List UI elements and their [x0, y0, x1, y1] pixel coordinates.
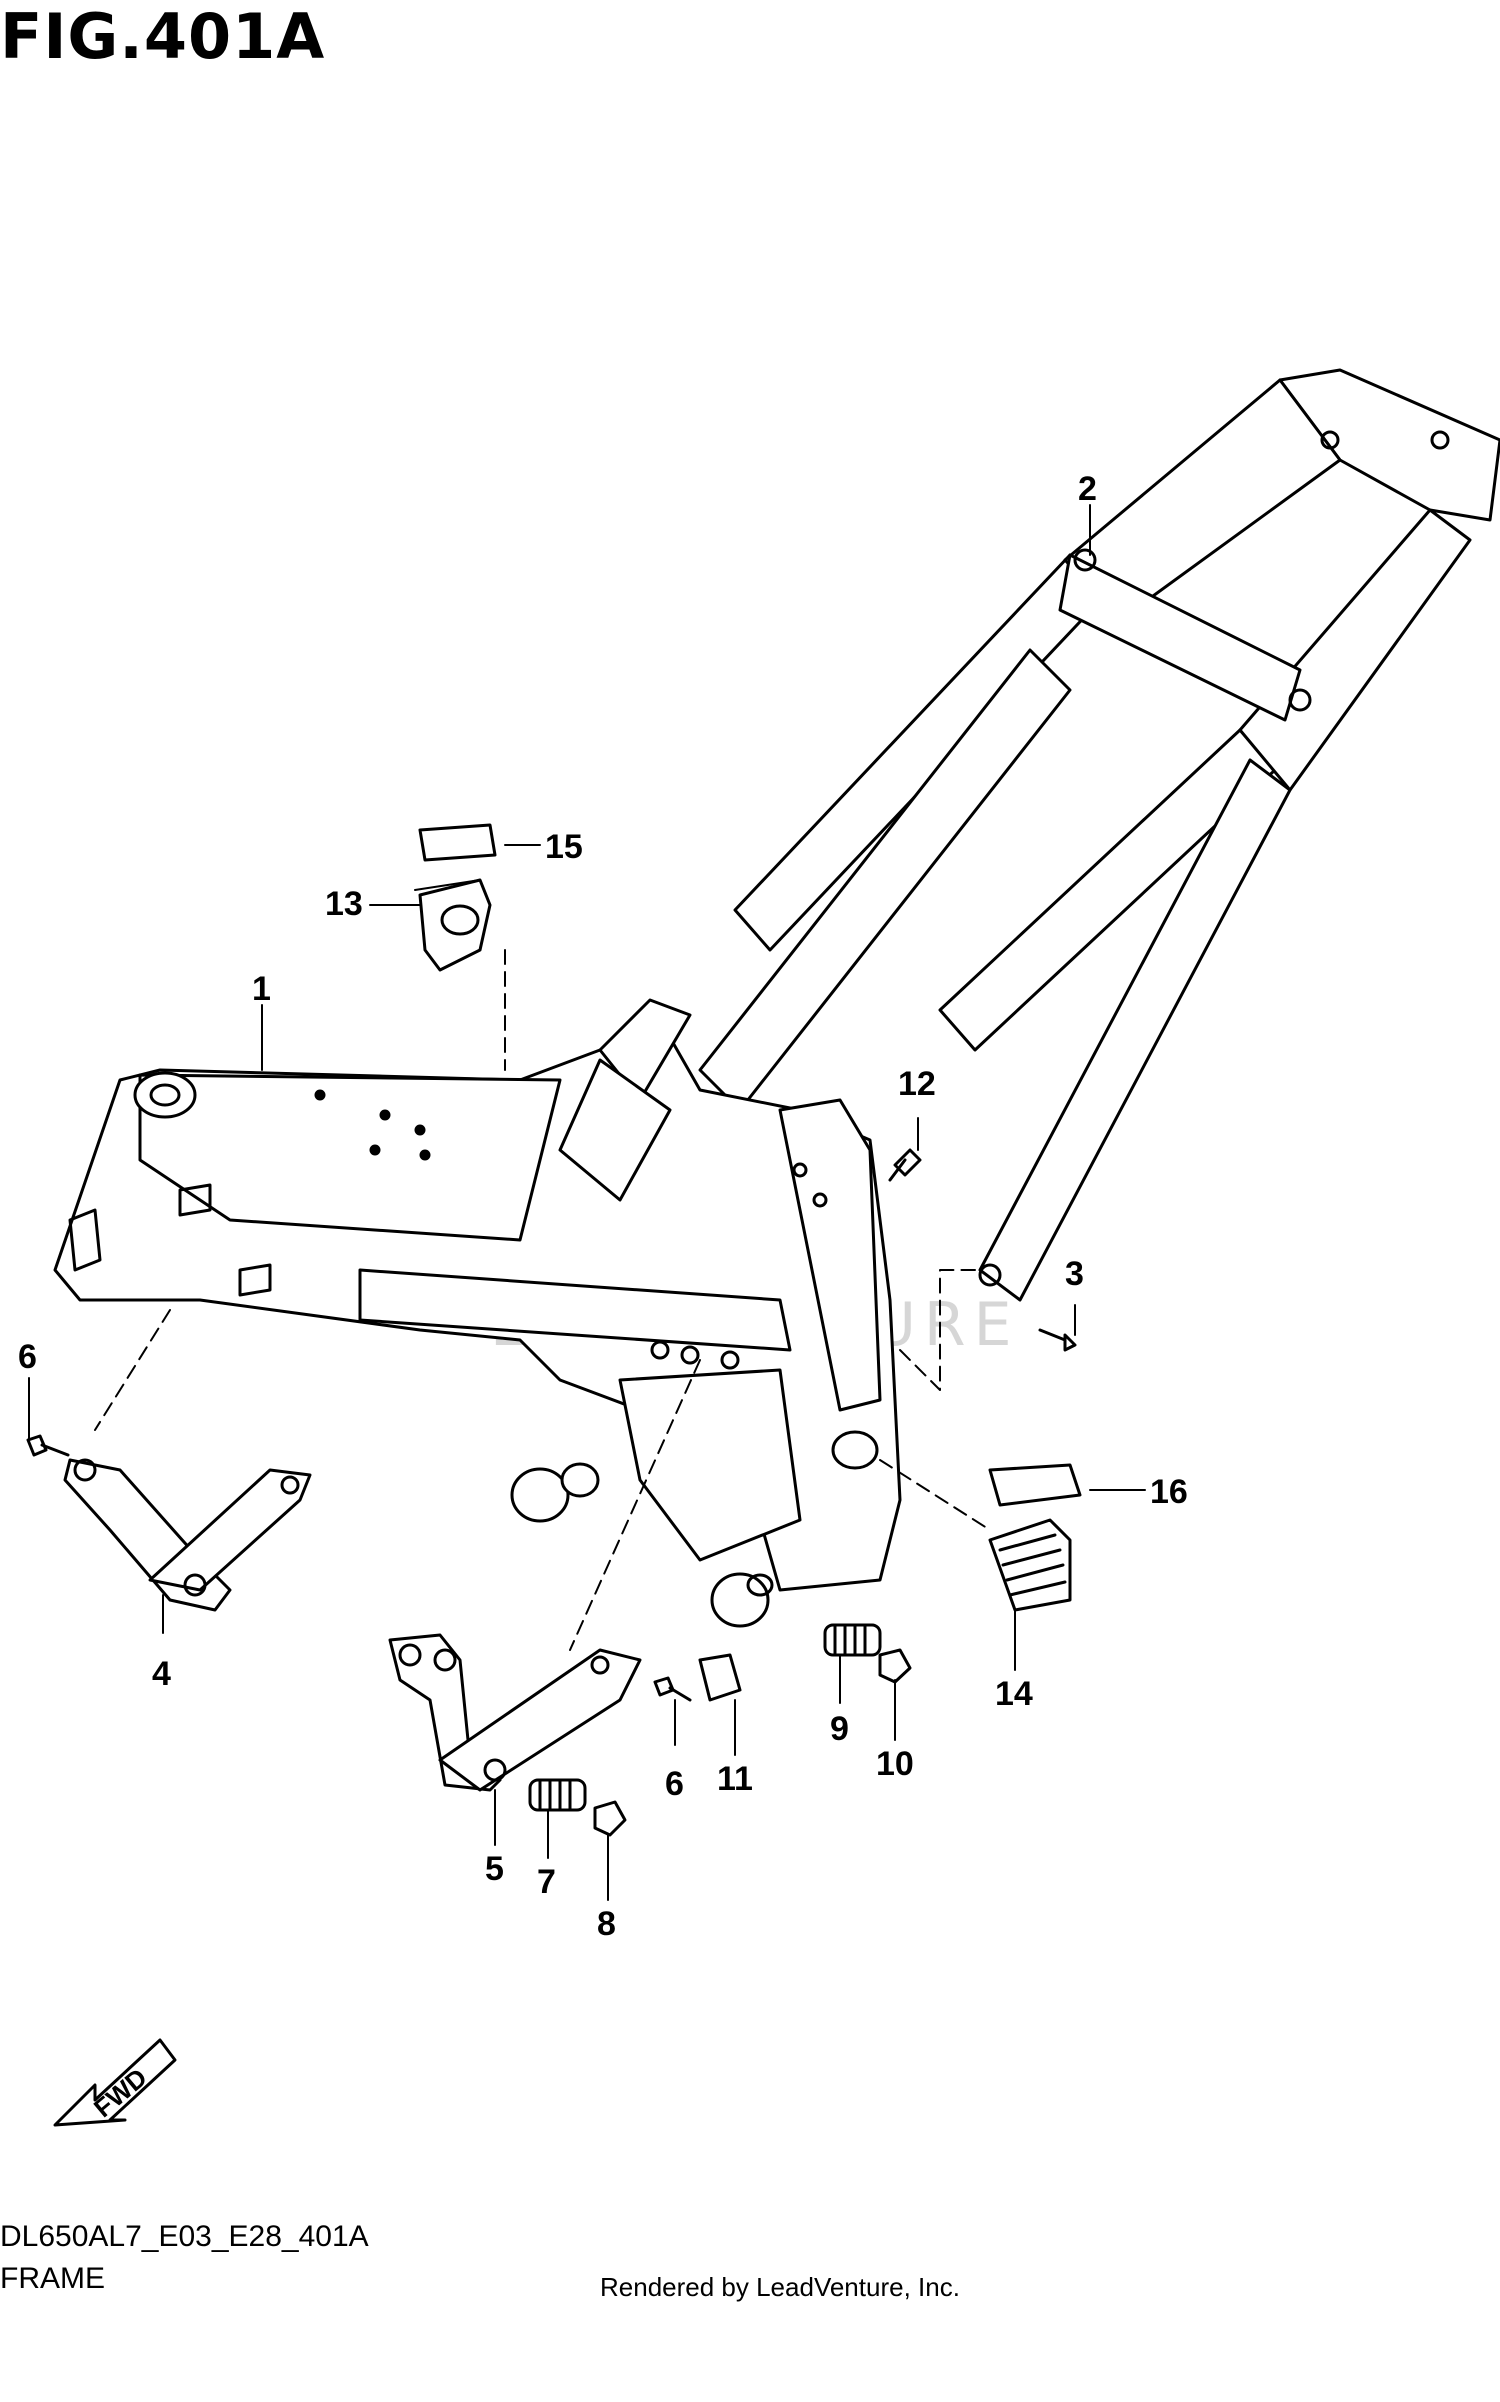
callout-1: 1 [252, 970, 271, 1008]
callout-13: 13 [325, 885, 363, 923]
callout-5: 5 [485, 1850, 504, 1888]
callout-6b: 6 [665, 1765, 684, 1803]
callout-11: 11 [717, 1760, 753, 1798]
rear-subframe [698, 368, 1500, 1302]
rendered-by: Rendered by LeadVenture, Inc. [600, 2272, 960, 2302]
callout-12: 12 [898, 1065, 936, 1103]
callout-10: 10 [876, 1745, 914, 1783]
callout-15: 15 [545, 828, 583, 866]
callout-2: 2 [1078, 470, 1097, 508]
figure-title: FIG.401A [0, 0, 326, 73]
callout-14: 14 [995, 1675, 1033, 1713]
callout-16: 16 [1150, 1473, 1188, 1511]
callout-9: 9 [830, 1710, 849, 1748]
callout-8: 8 [597, 1905, 616, 1943]
callout-4: 4 [152, 1655, 171, 1693]
figure-code: DL650AL7_E03_E28_401A [0, 2220, 369, 2253]
footrest-bracket-rear [388, 1633, 642, 1792]
frame-cover [988, 1463, 1082, 1612]
engine-mount [418, 823, 497, 972]
figure-name: FRAME [0, 2262, 105, 2295]
fwd-arrow [53, 2038, 177, 2127]
footrest-bracket-front [63, 1458, 312, 1612]
callout-3: 3 [1065, 1255, 1084, 1293]
leader-lines [28, 504, 1146, 1901]
fasteners [26, 879, 1077, 1837]
callout-7: 7 [537, 1863, 556, 1901]
main-frame [53, 998, 902, 1628]
callout-6a: 6 [18, 1338, 37, 1376]
